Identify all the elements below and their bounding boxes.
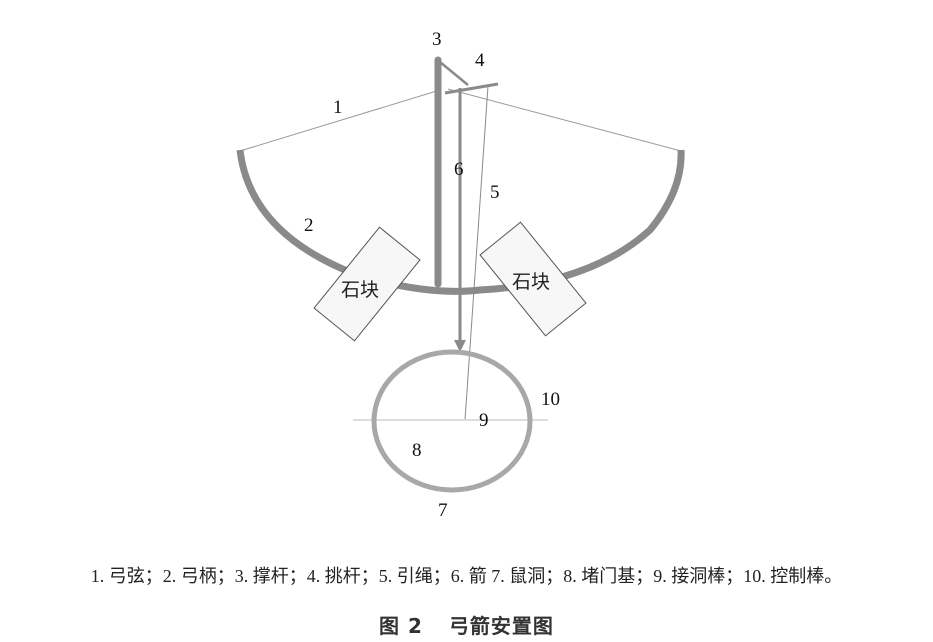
label-3-support-pole: 3	[432, 29, 442, 50]
figure-caption: 图 2 弓箭安置图	[0, 610, 933, 639]
label-10-control-rod: 10	[541, 389, 560, 410]
stone-left	[313, 226, 421, 342]
mouse-hole-ring	[371, 349, 533, 493]
stone-right	[479, 221, 587, 337]
label-6-arrow: 6	[454, 159, 464, 180]
label-1-bow-string: 1	[333, 97, 343, 118]
label-5-pull-rope: 5	[490, 182, 500, 203]
figure-number: 图 2	[379, 614, 423, 638]
figure-title: 弓箭安置图	[448, 614, 554, 638]
pole-brace	[439, 61, 469, 86]
bow-string-right	[447, 88, 682, 152]
bow-limb	[236, 149, 685, 295]
lever-bar	[444, 82, 499, 95]
label-7-mouse-hole: 7	[438, 500, 448, 521]
stone-left-label: 石块	[341, 279, 380, 301]
label-2-bow-handle: 2	[304, 215, 314, 236]
stone-right-label: 石块	[512, 271, 551, 293]
label-8-door-base: 8	[412, 440, 422, 461]
label-9-hole-rod: 9	[479, 410, 489, 431]
pull-rope	[464, 85, 489, 421]
label-4-lever: 4	[475, 50, 485, 71]
diagram-graphic	[236, 56, 685, 493]
bow-string-left	[239, 89, 441, 152]
arrow-head	[454, 340, 466, 352]
diagram-legend: 1. 弓弦；2. 弓柄；3. 撑杆；4. 挑杆；5. 引绳；6. 箭 7. 鼠洞…	[90, 566, 843, 586]
bow-arrow-placement-diagram: 石块 石块 1 2 3 4 5 6 7 8 9 10	[236, 29, 685, 521]
